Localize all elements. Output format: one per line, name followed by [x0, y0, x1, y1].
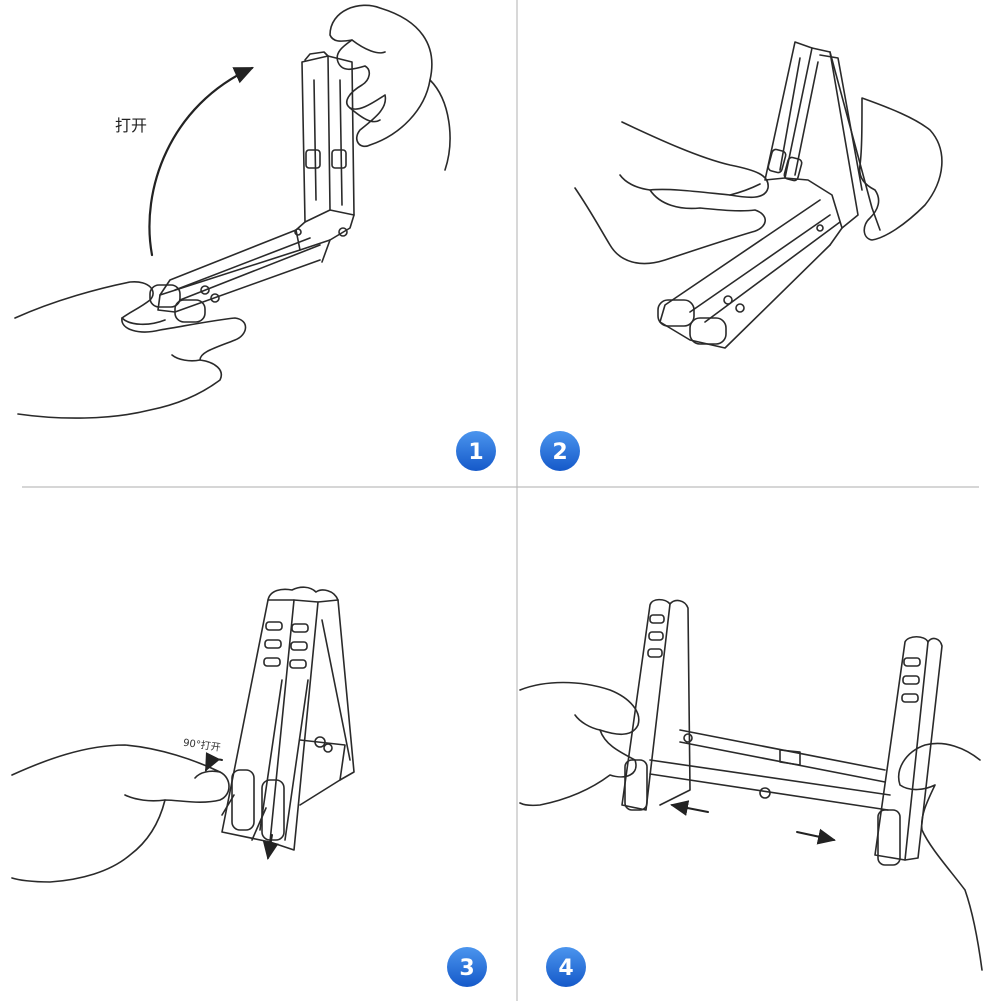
laptop-stand-illustration — [149, 51, 355, 323]
laptop-stand-illustration — [621, 598, 943, 866]
laptop-stand-illustration — [221, 586, 355, 851]
step-4-number: 4 — [558, 956, 573, 981]
laptop-stand-illustration — [657, 41, 881, 349]
step-1-badge: 1 — [456, 431, 496, 471]
step-3-label: 90°打开 — [182, 736, 221, 754]
step-1-label: 打开 — [115, 116, 147, 135]
hand-illustration — [858, 97, 943, 241]
panel-4 — [519, 598, 983, 971]
step-3-number: 3 — [459, 956, 474, 981]
step-3-badge: 3 — [447, 947, 487, 987]
curved-arrow-icon — [205, 752, 223, 772]
step-4-badge: 4 — [546, 947, 586, 987]
step-2-number: 2 — [552, 440, 567, 465]
hand-illustration — [519, 681, 640, 807]
panel-3 — [11, 586, 355, 883]
hand-illustration — [574, 121, 769, 265]
straight-arrow-icon — [670, 800, 709, 816]
hand-illustration — [329, 4, 433, 148]
hand-illustration — [14, 281, 247, 419]
step-1-number: 1 — [468, 440, 483, 465]
straight-arrow-icon — [262, 834, 279, 860]
straight-arrow-icon — [796, 828, 836, 845]
panel-1 — [14, 4, 451, 419]
step-2-badge: 2 — [540, 431, 580, 471]
hand-illustration — [898, 742, 983, 971]
panel-2 — [574, 41, 943, 349]
curved-arrow-icon — [148, 66, 255, 257]
hand-illustration — [11, 744, 230, 883]
